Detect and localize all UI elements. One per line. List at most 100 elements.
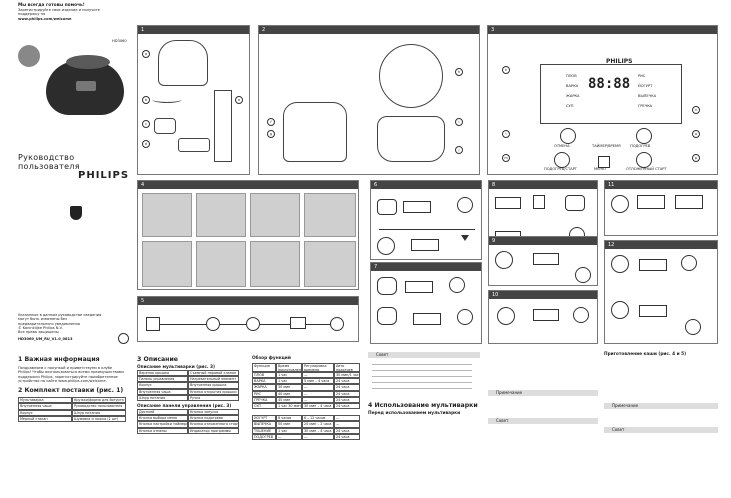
cooker-icon-9: [495, 251, 513, 269]
figure-7: 7: [370, 262, 482, 344]
section-2-heading: 2 Комплект поставки (рис. 1): [18, 387, 124, 395]
cover-footer-4: © Koninklijke Philips N.V.: [18, 325, 63, 330]
display-icon-11b: [675, 195, 703, 209]
table-cell: 40 мин: [276, 390, 302, 397]
cancel-button-label: ОТМЕНА: [554, 144, 570, 148]
table-cell: 24 часа: [334, 427, 360, 434]
table-cell: ПЛОВ: [252, 372, 276, 379]
cover: Мы всегда готовы помочь! Зарегистрируйте…: [18, 3, 130, 344]
display-frame: [540, 64, 682, 124]
figure-1-number: 1: [141, 27, 145, 33]
table-cell: 6 – 12 часов: [302, 415, 334, 422]
pot-icon: [377, 199, 397, 215]
kit-item: Мультиварка: [18, 397, 72, 404]
timer-button-label: ТАЙМЕР/ВРЕМЯ: [592, 144, 621, 148]
table-cell: 1 час 30 мин: [276, 403, 302, 410]
mode-label-8: СУП: [566, 104, 574, 108]
note-box-2: Примечание: [604, 403, 718, 409]
display-icon-11: [637, 195, 665, 209]
description-item: Внутренняя крышка: [188, 382, 239, 389]
timer-icon-12: [681, 255, 697, 271]
column-1: 1 Важная информация Поздравляем с покупк…: [18, 356, 126, 422]
cancel-button[interactable]: [560, 128, 576, 144]
kit-item: Кружки/форма для йогурта: [72, 397, 126, 404]
kit-list: Мультиварка Кружки/форма для йогурта Вну…: [18, 397, 126, 422]
section-3-sub-2: Описание панели управления (рис. 3): [137, 404, 232, 410]
note-box: Примечание: [488, 390, 598, 396]
section-3-sub-1: Описание мультиварки (рис. 3): [137, 365, 215, 370]
section-4-heading: 4 Использование мультиварки: [368, 402, 478, 409]
description-item: Съемный паровой клапан: [188, 370, 239, 377]
figure-6: 6: [370, 180, 482, 260]
cover-brand-logo: PHILIPS: [78, 170, 130, 181]
display-icon-7: [405, 281, 433, 293]
table-cell: ГРЕЧКА: [252, 396, 276, 404]
table-header: Регулировка времени: [302, 363, 334, 372]
callout-o: o: [692, 130, 700, 138]
display-icon-2: [411, 239, 439, 251]
cooker-icon-12: [611, 255, 629, 273]
figure-8-number: 8: [492, 182, 496, 188]
table-cell: —: [302, 372, 334, 379]
callout-n: n: [692, 106, 700, 114]
table-cell: ВЫПЕЧКА: [252, 421, 276, 428]
description-item: Верхняя крышка: [137, 370, 188, 377]
panel-item: Кнопка подогрева: [188, 415, 239, 422]
delay-start-button[interactable]: [636, 152, 652, 168]
table-cell: 24 часа: [334, 403, 360, 410]
recycle-icon: [118, 333, 129, 344]
description-item: Кнопка открытия крышки: [188, 388, 239, 395]
display-icon-10: [533, 309, 559, 321]
callout-i: i: [455, 118, 463, 126]
column-4: Совет 4 Использование мультиварки Перед …: [368, 352, 480, 416]
process-step-icon-5: [330, 317, 344, 331]
table-cell: —: [276, 433, 302, 441]
warm-button[interactable]: [636, 128, 652, 144]
panel-brand: PHILIPS: [606, 58, 633, 65]
arrow-down-icon: [461, 235, 469, 241]
figure-9-number: 9: [492, 238, 496, 244]
display-time: 88:88: [588, 76, 631, 92]
display-icon-7b: [413, 313, 441, 325]
display-icon-9: [533, 253, 559, 265]
table-cell: 8 часов: [276, 415, 302, 422]
figure-2-header: 2: [259, 26, 479, 34]
display-icon-8: [495, 197, 521, 209]
cover-title: Руководство пользователя: [18, 153, 80, 171]
tip-text-1: [368, 360, 480, 396]
warm-button-label: ПОДОГРЕВ: [630, 144, 651, 148]
process-step-icon-1: [146, 317, 160, 331]
table-cell: 1 час: [276, 372, 302, 379]
step-photo-4: [304, 193, 356, 237]
table-cell: 30 мин/1 час: [334, 372, 360, 379]
figure-11-number: 11: [608, 182, 615, 188]
figure-3: 3 PHILIPS 88:88 ПЛОВ ВАРКА ЖАРКА РИС ЙОГ…: [487, 25, 718, 175]
menu-button-label: МЕНЮ: [594, 167, 606, 171]
start-button[interactable]: [554, 152, 570, 168]
description-item: Внутренняя чаша: [137, 388, 188, 395]
step-photo-7: [250, 241, 300, 287]
cooker-icon: [377, 237, 395, 255]
table-cell: ВАРКА: [252, 378, 276, 385]
panel-item: Кнопка отложенного старта: [188, 421, 239, 428]
start-button-label: ПОДОГРЕВ/СТАРТ: [544, 167, 577, 171]
figure-3-header: 3: [488, 26, 717, 34]
cover-url[interactable]: www.philips.com/welcome: [18, 16, 72, 21]
panel-item: Кнопка отмены: [137, 427, 188, 434]
cover-tagline-2: Зарегистрируйте свое изделие и получите: [18, 8, 100, 12]
menu-button[interactable]: [598, 156, 610, 168]
process-step-icon-4: [290, 317, 306, 329]
table-cell: 24 часа: [334, 433, 360, 441]
table-cell: 45 мин: [276, 396, 302, 404]
pot-icon-8: [565, 195, 585, 211]
figure-10: 10: [488, 290, 598, 344]
panel-item: Кнопка выбора меню: [137, 415, 188, 422]
measuring-cup-drawing: [214, 90, 232, 162]
cooker-photo: [46, 55, 126, 119]
table-cell: —: [334, 415, 360, 422]
figure-4-number: 4: [141, 182, 145, 188]
mode-label-5: ЙОГУРТ: [638, 84, 653, 88]
figure-5-number: 5: [141, 298, 145, 304]
tip-box-2: Совет: [488, 418, 598, 424]
spoon-drawing: [154, 118, 176, 134]
